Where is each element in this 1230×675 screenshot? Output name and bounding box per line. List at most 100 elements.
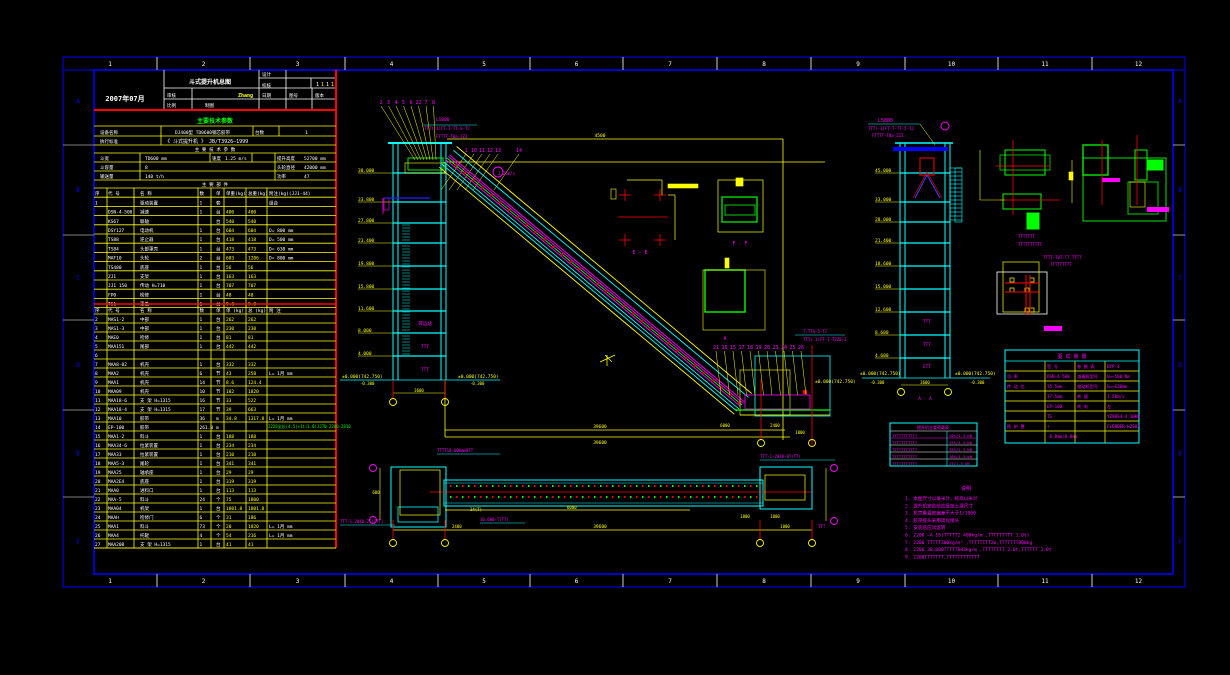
bucket-mark xyxy=(714,496,716,498)
bucket-mark xyxy=(720,496,722,498)
table-cell: DSY127 xyxy=(108,228,125,234)
table-cell: 7 xyxy=(95,362,98,368)
hoist-leg xyxy=(914,174,928,199)
grid-column-label: 7 xyxy=(668,61,672,68)
bucket-mark xyxy=(516,496,518,498)
table-cell: 188 xyxy=(226,434,234,440)
bucket-mark xyxy=(561,253,564,256)
bucket-mark xyxy=(702,485,704,487)
bucket-mark xyxy=(534,485,536,487)
drive-motor xyxy=(1147,159,1164,171)
bucket-mark xyxy=(738,496,740,498)
table-cell: MAE0 xyxy=(108,335,119,341)
table-cell: 1 xyxy=(200,283,203,289)
table-cell: 210 xyxy=(226,452,234,458)
bucket-mark xyxy=(732,485,734,487)
bucket-mark xyxy=(624,496,626,498)
table-cell: TS480 xyxy=(108,265,122,271)
table-cell: 台 xyxy=(216,282,221,289)
conveyor-casing-line xyxy=(449,154,745,403)
callout-circle xyxy=(492,166,504,178)
grid-column-label: 8 xyxy=(762,61,766,68)
table-cell: 17 xyxy=(95,452,101,458)
leader-line xyxy=(758,350,764,396)
table-cell: 减速 xyxy=(140,209,149,216)
table-cell: 473 xyxy=(248,246,256,252)
bucket-mark xyxy=(456,496,458,498)
table-cell: 81 xyxy=(226,335,232,341)
table-cell: 台 xyxy=(216,255,221,262)
plan-frame xyxy=(1002,261,1040,313)
axis-circle xyxy=(369,516,377,524)
callout-text: L5800 xyxy=(878,118,893,124)
parts-section-title: 主 要 部 件 xyxy=(202,181,229,188)
leader-line xyxy=(715,350,722,396)
table-cell: ZJ1 xyxy=(108,274,116,280)
elevation-label: 23.400 xyxy=(358,238,375,244)
table-cell: 26 xyxy=(95,533,101,539)
table-cell: 20 xyxy=(95,479,101,485)
table-cell: 54 xyxy=(226,533,232,539)
table-cell: 台 xyxy=(216,264,221,271)
callout-number: 1 xyxy=(464,148,467,154)
table-cell: MAA2 xyxy=(108,371,119,377)
signature: Zhang xyxy=(238,93,253,99)
table-cell: 头轮 xyxy=(140,255,149,262)
table-cell: DSN-4-500 xyxy=(1047,374,1070,379)
bucket-mark xyxy=(654,485,656,487)
param-value: 140 t/h xyxy=(145,174,164,180)
bucket-mark xyxy=(696,496,698,498)
bucket-mark xyxy=(676,349,679,352)
drive-table xyxy=(1004,349,1140,444)
table-cell: 15 xyxy=(95,434,101,440)
table-cell: 18 xyxy=(95,461,101,467)
leader-line xyxy=(792,350,798,396)
table-cell: 75 xyxy=(226,497,232,503)
column-header: 总重(kg) xyxy=(248,190,268,197)
grid-column-label: 12 xyxy=(1135,578,1143,585)
table-cell: 33 xyxy=(226,398,232,404)
detail-subtitle: TTTTTTTTTT xyxy=(1018,242,1043,247)
table-cell: 24 xyxy=(95,515,101,521)
ground-elevation: ±0.000(742.750) xyxy=(860,371,901,377)
param-label: 提升高度 xyxy=(277,155,295,162)
grid-column-label: 1 xyxy=(108,578,112,585)
rect xyxy=(724,257,730,269)
table-cell: 1 xyxy=(200,506,203,512)
axis-circle xyxy=(369,464,377,472)
row-label: 版本 xyxy=(315,92,324,99)
plan-label: 10.600-T(TT) xyxy=(480,517,509,522)
table-cell: TTTTTTTTTTT xyxy=(892,433,918,438)
bucket-mark xyxy=(582,496,584,498)
table-cell: 1.50m/s xyxy=(1107,394,1125,399)
table-cell: DSN-4-500 xyxy=(108,210,133,216)
table-cell: 8 xyxy=(95,371,98,377)
leader-line xyxy=(380,105,416,161)
tail-housing xyxy=(754,355,831,417)
table-cell: 22 xyxy=(95,497,101,503)
section-label-f: F - F xyxy=(732,241,747,247)
bucket-mark xyxy=(690,496,692,498)
elevation-label: 8.000 xyxy=(358,328,372,334)
tail-frame xyxy=(739,369,791,416)
param-value: 52700 mm xyxy=(304,156,326,162)
plan-label: TTT xyxy=(818,524,826,529)
bucket-mark xyxy=(510,496,512,498)
table-cell: 16 xyxy=(200,398,206,404)
table-cell: 拉紧装置 xyxy=(140,442,158,449)
table-cell: 2 xyxy=(95,317,98,323)
bucket-mark xyxy=(594,485,596,487)
axis-circle xyxy=(944,388,952,396)
table-cell: 400 xyxy=(248,210,256,216)
table-cell: 29 xyxy=(248,470,254,476)
table-cell: 支 架 H=1315 xyxy=(140,406,171,413)
callout-number: 19 xyxy=(755,345,761,351)
bucket-mark xyxy=(450,485,452,487)
table-cell: MAA10 xyxy=(108,416,122,422)
bucket-mark xyxy=(660,485,662,487)
grid-row-label: C xyxy=(76,275,80,282)
param-label: 输送量 xyxy=(100,173,114,180)
table-cell: MAA25 xyxy=(108,470,122,476)
